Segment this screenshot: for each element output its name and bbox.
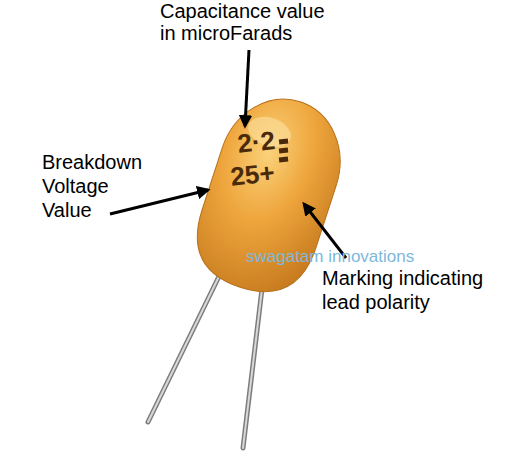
leader-arrow (110, 190, 208, 214)
callout-label: Breakdown Voltage Value (42, 150, 152, 222)
marking-bar (279, 147, 288, 153)
watermark: swagatam innovations (246, 247, 414, 267)
lead-wire (148, 262, 226, 422)
leader-arrow (245, 50, 249, 126)
capacitance-marking: 2·2 (236, 126, 276, 158)
voltage-marking: 25+ (229, 158, 276, 190)
callout-label: Capacitance value in microFarads (160, 0, 335, 44)
marking-bar (279, 156, 288, 162)
callout-label: Marking indicating lead polarity (322, 266, 507, 314)
lead-wire-highlight (148, 262, 226, 422)
lead-wire (243, 272, 264, 448)
marking-bar (279, 138, 288, 144)
lead-wire-highlight (243, 272, 264, 448)
